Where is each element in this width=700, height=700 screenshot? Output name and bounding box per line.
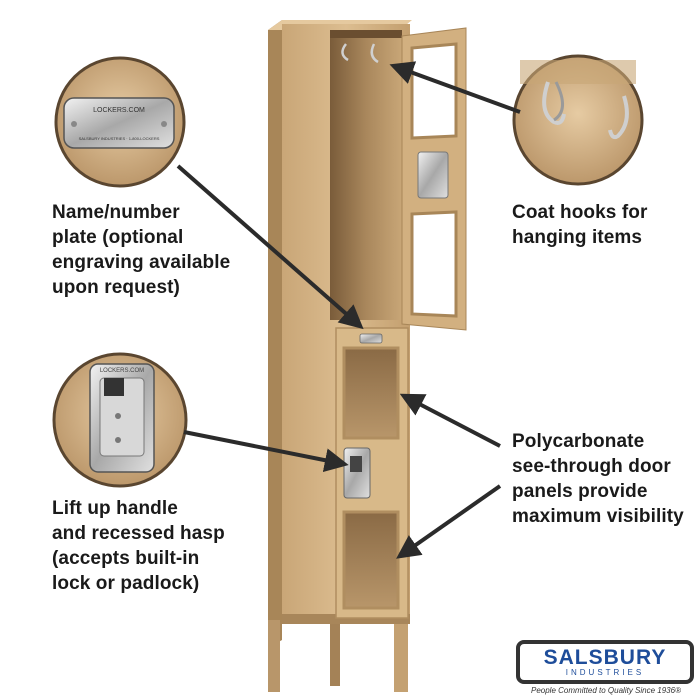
- plate-screw-icon: [161, 121, 167, 127]
- locker-leg-back: [330, 620, 340, 686]
- arrow-panel-top: [399, 393, 501, 448]
- plate-text-top: LOCKERS.COM: [93, 107, 145, 114]
- plate-text-bottom: SALSBURY INDUSTRIES · 1-800-LOCKERS: [79, 136, 160, 141]
- zoom-circle-name-plate: LOCKERS.COM SALSBURY INDUSTRIES · 1-800-…: [54, 56, 186, 188]
- coat-hook-icon: [553, 81, 564, 122]
- arrow-handle: [183, 430, 349, 473]
- callout-line: (accepts built-in: [52, 548, 200, 569]
- plate-screw-icon: [71, 121, 77, 127]
- lower-door-hasp: [350, 456, 362, 472]
- zoom-circle-handle: LOCKERS.COM: [52, 352, 188, 488]
- coat-hook-icon: [542, 81, 566, 125]
- locker-leg-right: [394, 620, 408, 692]
- callout-line: Polycarbonate: [512, 431, 645, 452]
- coat-hook-icon: [608, 95, 629, 140]
- handle-rivet-icon: [115, 437, 121, 443]
- hasp-text: LOCKERS.COM: [100, 368, 144, 374]
- locker-leg-left: [268, 620, 280, 692]
- callout-panels: Polycarbonate see-through door panels pr…: [512, 429, 684, 529]
- callout-line: and recessed hasp: [52, 523, 225, 544]
- callout-line: plate (optional: [52, 227, 184, 248]
- locker-side-panel: [268, 20, 282, 648]
- interior-hook-icon: [370, 43, 379, 64]
- callout-arrows: [176, 61, 521, 559]
- logo-tagline: People Committed to Quality Since 1936®: [531, 686, 681, 695]
- upper-door-window-bottom: [410, 210, 458, 318]
- callout-line: engraving available: [52, 252, 231, 273]
- zoom-circle-coat-hooks: [512, 54, 644, 186]
- upper-compartment-interior: [330, 30, 402, 320]
- upper-door-handle: [417, 151, 449, 199]
- callout-line: upon request): [52, 277, 180, 298]
- see-through-panel-top: [342, 346, 400, 440]
- callout-line: Coat hooks for: [512, 202, 648, 223]
- logo-sub: INDUSTRIES: [565, 668, 645, 677]
- callout-name-plate: Name/number plate (optional engraving av…: [52, 200, 230, 300]
- interior-hook-icon: [341, 43, 349, 62]
- callout-line: Name/number: [52, 202, 180, 223]
- arrow-name-plate: [176, 164, 364, 330]
- logo-brand: SALSBURY: [543, 646, 667, 669]
- hasp-icon: [104, 378, 124, 396]
- upper-door-window-top: [410, 42, 458, 140]
- arrow-coat-hooks: [389, 61, 521, 114]
- name-plate-zoom: [63, 97, 175, 149]
- callout-line: hanging items: [512, 227, 643, 248]
- callout-line: Lift up handle: [52, 498, 178, 519]
- door-name-plate: [359, 333, 383, 344]
- callout-line: maximum visibility: [512, 506, 684, 527]
- callout-line: see-through door: [512, 456, 671, 477]
- interior-shelf: [330, 30, 402, 38]
- see-through-panel-bottom: [342, 510, 400, 610]
- callout-line: lock or padlock): [52, 573, 200, 594]
- callout-coat-hooks: Coat hooks for hanging items: [512, 200, 647, 250]
- lower-door-handle: [343, 447, 371, 499]
- callout-handle: Lift up handle and recessed hasp (accept…: [52, 496, 225, 596]
- arrow-panel-bottom: [396, 484, 502, 559]
- handle-rivet-icon: [115, 413, 121, 419]
- callout-line: panels provide: [512, 481, 648, 502]
- locker: [268, 20, 467, 692]
- salsbury-logo: SALSBURY INDUSTRIES: [516, 640, 694, 684]
- locker-base: [282, 614, 410, 624]
